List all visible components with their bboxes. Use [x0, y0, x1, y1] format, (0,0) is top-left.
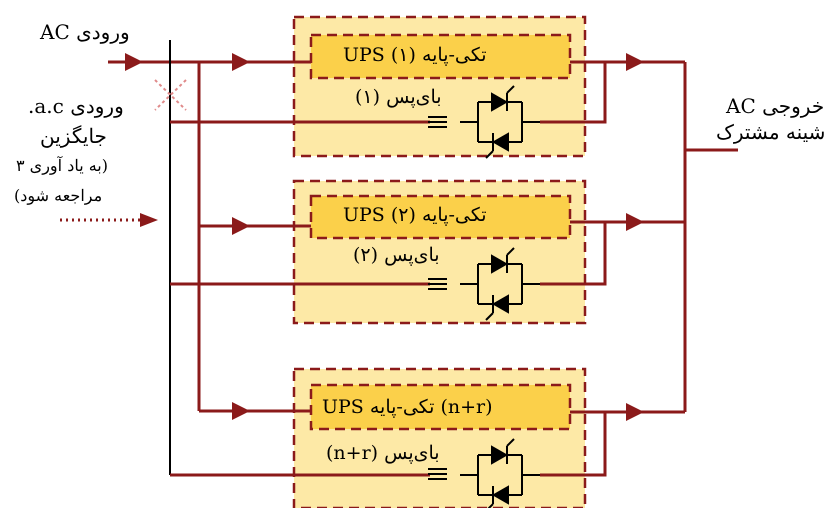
output-label-line1: خروجی AC — [726, 94, 825, 118]
ups-label-1: UPS تکی-پایه (۱) — [343, 44, 487, 66]
bypass-return-1 — [540, 62, 607, 124]
static-switch-2 — [460, 247, 540, 321]
arrow-out-1 — [626, 53, 644, 71]
bypass-return-3 — [540, 412, 607, 477]
alt-input-label-line1: ورودی a.c. — [28, 94, 124, 118]
bypass-return-2 — [540, 222, 607, 286]
arrow-alt-input — [140, 213, 158, 227]
output-label-line2: شینه مشترک — [716, 120, 826, 144]
arrow-out-2 — [626, 213, 644, 231]
arrow-ups-2 — [232, 217, 250, 235]
bypass-label-1: بای‌پس (۱) — [355, 86, 442, 108]
ups-label-2: UPS تکی-پایه (۲) — [343, 204, 487, 226]
alt-input-label-line2: جایگزین — [40, 124, 107, 148]
tie-bars — [428, 116, 447, 480]
bypass-label-2: بای‌پس (۲) — [353, 244, 440, 266]
module-2 — [292, 179, 587, 325]
ups-label-3: UPS تکی-پایه (n+r) — [322, 396, 493, 418]
module-1 — [292, 15, 587, 158]
module-3 — [292, 367, 587, 508]
static-switch-1 — [460, 85, 540, 159]
alt-input-label-line4: مراجعه شود) — [14, 186, 103, 205]
module-2-ups-box — [309, 194, 572, 240]
ac-input-label: ورودی AC — [40, 20, 130, 44]
arrow-ac-input — [125, 53, 143, 71]
arrow-out-3 — [626, 403, 644, 421]
module-1-ups-box — [309, 33, 572, 80]
module-3-ups-box — [309, 383, 572, 431]
bypass-label-3: بای‌پس (n+r) — [326, 442, 440, 464]
alt-input-label-line3: (به یاد آوری ۳ — [16, 156, 108, 175]
open-switch-mark — [154, 79, 187, 111]
arrow-ups-3 — [232, 402, 250, 420]
static-switch-3 — [460, 438, 540, 508]
arrow-ups-1 — [232, 53, 250, 71]
arrows — [125, 53, 644, 421]
